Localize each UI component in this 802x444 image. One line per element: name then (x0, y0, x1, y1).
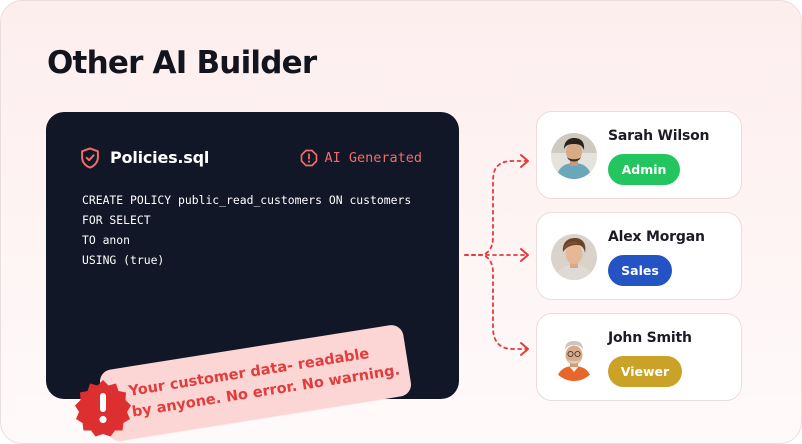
user-name: Sarah Wilson (608, 128, 710, 144)
user-card-john-smith[interactable]: John Smith Viewer (536, 313, 742, 401)
file-name: Policies.sql (110, 148, 210, 167)
page-title: Other AI Builder (47, 45, 317, 81)
avatar (551, 234, 597, 280)
shield-check-icon (81, 147, 99, 169)
exclamation-badge-icon (75, 380, 131, 437)
ai-generated-badge: AI Generated (300, 149, 422, 167)
user-name: John Smith (608, 330, 692, 346)
role-badge-admin: Admin (608, 154, 680, 185)
connector-arrows (464, 154, 529, 356)
code-line: USING (true) (82, 253, 165, 267)
user-card-alex-morgan[interactable]: Alex Morgan Sales (536, 212, 742, 300)
user-name: Alex Morgan (608, 229, 705, 245)
role-badge-sales: Sales (608, 255, 672, 286)
avatar (551, 335, 597, 381)
alert-octagon-icon (301, 149, 318, 167)
code-line: FOR SELECT (82, 213, 151, 227)
code-line: CREATE POLICY public_read_customers ON c… (82, 193, 412, 207)
avatar (551, 133, 597, 179)
sql-code-block: CREATE POLICY public_read_customers ON c… (82, 190, 411, 270)
role-badge-viewer: Viewer (608, 356, 682, 387)
ai-generated-label: AI Generated (324, 150, 422, 166)
code-line: TO anon (82, 233, 131, 247)
user-card-sarah-wilson[interactable]: Sarah Wilson Admin (536, 111, 742, 199)
